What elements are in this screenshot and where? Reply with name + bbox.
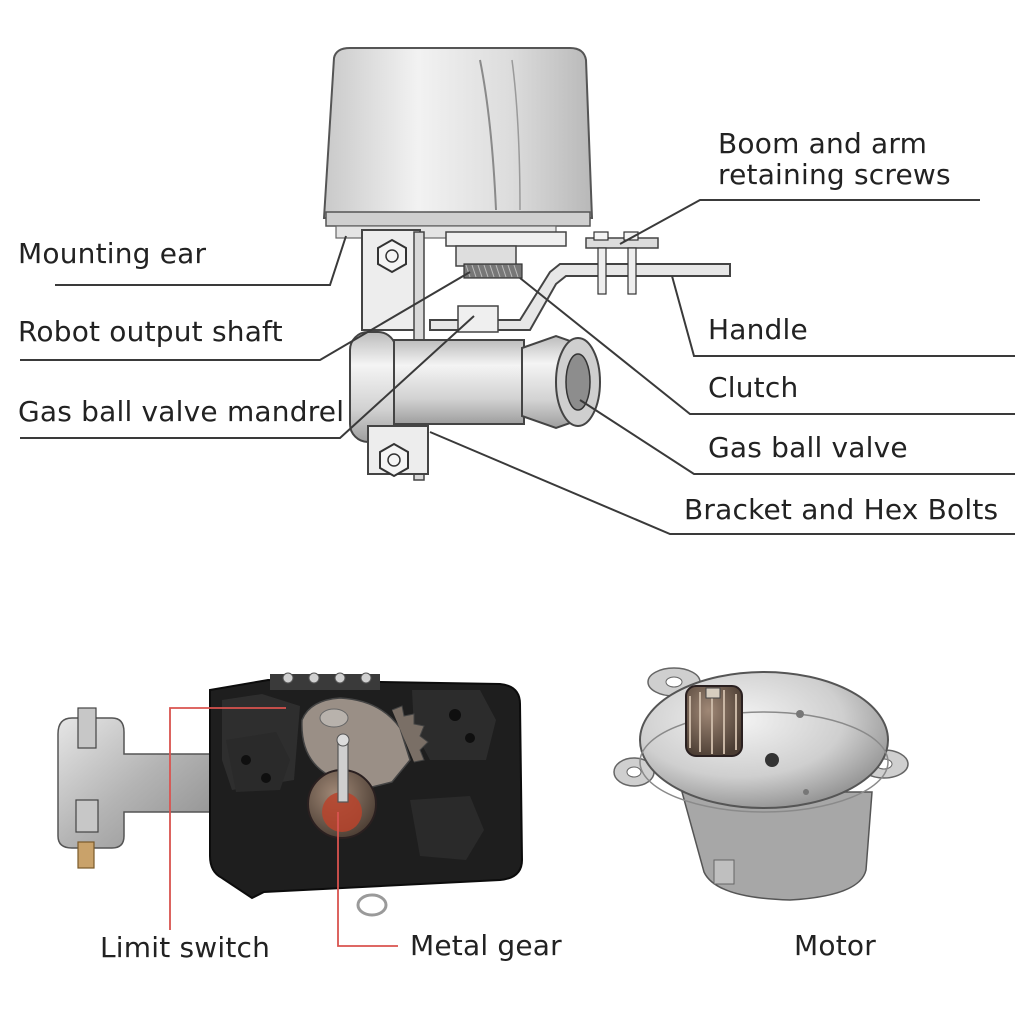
label-mounting-ear: Mounting ear xyxy=(18,237,207,270)
hex-bolt-bottom xyxy=(379,442,409,478)
hex-bolt-top xyxy=(377,238,407,274)
label-gas-ball-valve: Gas ball valve xyxy=(708,431,908,464)
label-clutch: Clutch xyxy=(708,371,799,404)
red-callouts xyxy=(169,707,398,947)
label-robot-output-shaft: Robot output shaft xyxy=(18,315,283,348)
label-bracket-and-hex-bolts: Bracket and Hex Bolts xyxy=(684,493,999,526)
label-limit-switch: Limit switch xyxy=(100,931,271,964)
label-motor: Motor xyxy=(794,929,876,962)
leader-robot-output-shaft xyxy=(20,271,471,361)
callout-limit-switch xyxy=(169,707,286,930)
motor-illustration xyxy=(613,667,909,901)
label-gas-ball-valve-mandrel: Gas ball valve mandrel xyxy=(18,395,345,428)
leader-clutch xyxy=(519,277,1015,415)
gearbox-illustration xyxy=(57,672,524,917)
label-metal-gear: Metal gear xyxy=(410,929,562,962)
callout-metal-gear xyxy=(337,812,398,947)
leader-mounting-ear xyxy=(55,235,347,286)
leader-handle xyxy=(671,275,1015,357)
leader-gas-ball-valve xyxy=(579,399,1015,475)
top-leader-lines xyxy=(20,199,1015,535)
leader-boom-arm-screws xyxy=(619,199,980,245)
label-handle: Handle xyxy=(708,313,808,346)
leader-gas-ball-valve-mandrel xyxy=(20,315,475,439)
valve-actuator-illustration xyxy=(322,47,731,481)
leader-bracket-hex-bolts xyxy=(429,431,1015,535)
label-boom-and-arm-retaining-screws: Boom and arm retaining screws xyxy=(718,127,951,191)
